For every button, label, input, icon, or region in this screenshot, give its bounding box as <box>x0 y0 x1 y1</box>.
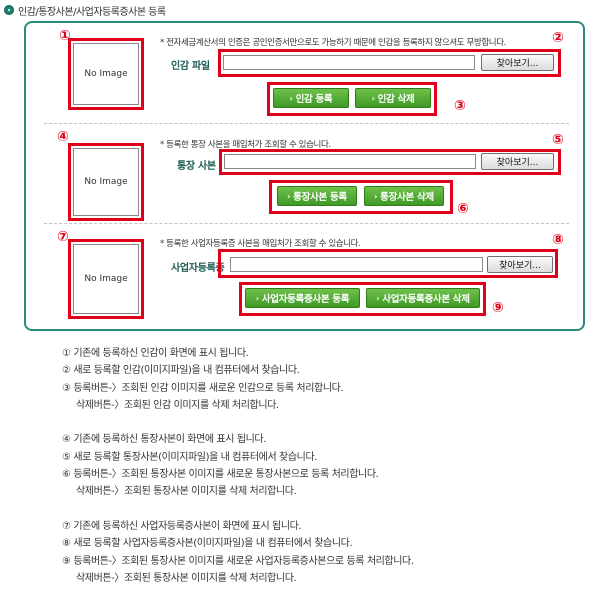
seal-delete-button[interactable]: ›인감 삭제 <box>355 88 431 108</box>
instructions-list: ① 기존에 등록하신 인감이 화면에 표시 됩니다. ② 새로 등록할 인감(이… <box>62 345 414 587</box>
annotation-number-9: ⑨ <box>492 300 504 316</box>
arrow-right-icon: › <box>255 293 259 303</box>
instruction-line: 삭제버튼-〉조회된 인감 이미지를 삭제 처리합니다. <box>76 399 279 411</box>
instruction-line: ⑨ 등록버튼-〉조회된 통장사본 이미지를 새로운 사업자등록증사본으로 등록 … <box>62 555 414 567</box>
page-title: 인감/통장사본/사업자등록증사본 등록 <box>4 2 166 18</box>
arrow-right-icon: › <box>287 191 291 201</box>
bankbook-file-label: 통장 사본 <box>177 161 216 172</box>
annotation-box-bizreg-input <box>218 249 558 278</box>
instruction-line: ③ 등록버튼-〉조회된 인감 이미지를 새로운 인감으로 등록 처리합니다. <box>62 382 344 394</box>
instruction-line: 삭제버튼-〉조회된 통장사본 이미지를 삭제 처리합니다. <box>76 486 297 498</box>
seal-image-preview: No Image <box>73 43 139 105</box>
arrow-right-icon: › <box>376 293 380 303</box>
annotation-box-seal-image <box>68 38 144 110</box>
bizreg-delete-button[interactable]: ›사업자등록증사본 삭제 <box>366 288 480 308</box>
instruction-line: ④ 기존에 등록하신 통장사본이 화면에 표시 됩니다. <box>62 434 267 446</box>
seal-file-input[interactable] <box>223 55 475 70</box>
bankbook-delete-button[interactable]: ›통장사본 삭제 <box>364 186 444 206</box>
instruction-line: ① 기존에 등록하신 인감이 화면에 표시 됩니다. <box>62 348 249 359</box>
instruction-line: ⑧ 새로 등록할 사업자등록증사본(이미지파일)을 내 컴퓨터에서 찾습니다. <box>62 538 353 550</box>
annotation-number-4: ④ <box>57 129 69 145</box>
annotation-number-3: ③ <box>454 98 466 114</box>
annotation-box-bankbook-image <box>68 143 144 221</box>
annotation-number-2: ② <box>552 30 564 46</box>
seal-register-button[interactable]: ›인감 등록 <box>273 88 349 108</box>
annotation-box-bankbook-input <box>219 149 561 175</box>
bizreg-file-label: 사업자등록증 <box>171 263 225 274</box>
annotation-box-bizreg-image <box>68 239 144 319</box>
seal-browse-button[interactable]: 찾아보기... <box>481 54 554 71</box>
annotation-number-7: ⑦ <box>57 229 69 245</box>
section-divider <box>44 123 569 124</box>
instruction-line: ⑦ 기존에 등록하신 사업자등록증사본이 화면에 표시 됩니다. <box>62 520 302 532</box>
instruction-line: ⑥ 등록버튼-〉조회된 통장사본 이미지를 새로운 통장사본으로 등록 처리합니… <box>62 469 379 481</box>
instruction-gap <box>62 414 414 431</box>
instruction-line: ② 새로 등록할 인감(이미지파일)을 내 컴퓨터에서 찾습니다. <box>62 365 300 377</box>
annotation-box-bizreg-buttons <box>239 282 486 316</box>
bankbook-notice: * 등록한 통장 사본을 매입처가 조회할 수 있습니다. <box>160 140 331 150</box>
bizreg-notice: * 등록한 사업자등록증 사본을 매입처가 조회할 수 있습니다. <box>160 239 361 249</box>
annotation-box-seal-input <box>218 49 561 77</box>
seal-file-label: 인감 파일 <box>171 61 210 72</box>
arrow-right-icon: › <box>371 93 375 103</box>
no-image-text: No Image <box>84 177 128 187</box>
annotation-number-8: ⑧ <box>552 232 564 248</box>
bullet-circle-icon <box>4 5 14 15</box>
seal-notice: * 전자세금계산서의 인증은 공인인증서만으로도 가능하기 때문에 인감을 등록… <box>160 38 506 48</box>
section-divider <box>44 223 569 224</box>
arrow-right-icon: › <box>374 191 378 201</box>
annotation-number-1: ① <box>59 28 71 44</box>
annotation-number-5: ⑤ <box>552 132 564 148</box>
instruction-line: ⑤ 새로 등록할 통장사본(이미지파일)을 내 컴퓨터에서 찾습니다. <box>62 451 318 463</box>
bankbook-browse-button[interactable]: 찾아보기... <box>481 153 554 170</box>
no-image-text: No Image <box>84 274 128 284</box>
instruction-line: 삭제버튼-〉조회된 통장사본 이미지를 삭제 처리합니다. <box>76 572 297 584</box>
bankbook-image-preview: No Image <box>73 148 139 216</box>
bizreg-file-input[interactable] <box>230 257 483 272</box>
bizreg-register-button[interactable]: ›사업자등록증사본 등록 <box>245 288 360 308</box>
annotation-number-6: ⑥ <box>457 201 469 217</box>
no-image-text: No Image <box>84 69 128 79</box>
instruction-gap <box>62 501 414 518</box>
annotation-box-seal-buttons <box>267 82 437 116</box>
bankbook-register-button[interactable]: ›통장사본 등록 <box>277 186 357 206</box>
registration-panel: No Image ① * 전자세금계산서의 인증은 공인인증서만으로도 가능하기… <box>24 21 585 331</box>
bankbook-file-input[interactable] <box>224 154 476 169</box>
bizreg-image-preview: No Image <box>73 244 139 314</box>
arrow-right-icon: › <box>289 93 293 103</box>
bizreg-browse-button[interactable]: 찾아보기... <box>487 256 553 273</box>
page-title-text: 인감/통장사본/사업자등록증사본 등록 <box>18 6 166 18</box>
annotation-box-bankbook-buttons <box>269 180 453 214</box>
